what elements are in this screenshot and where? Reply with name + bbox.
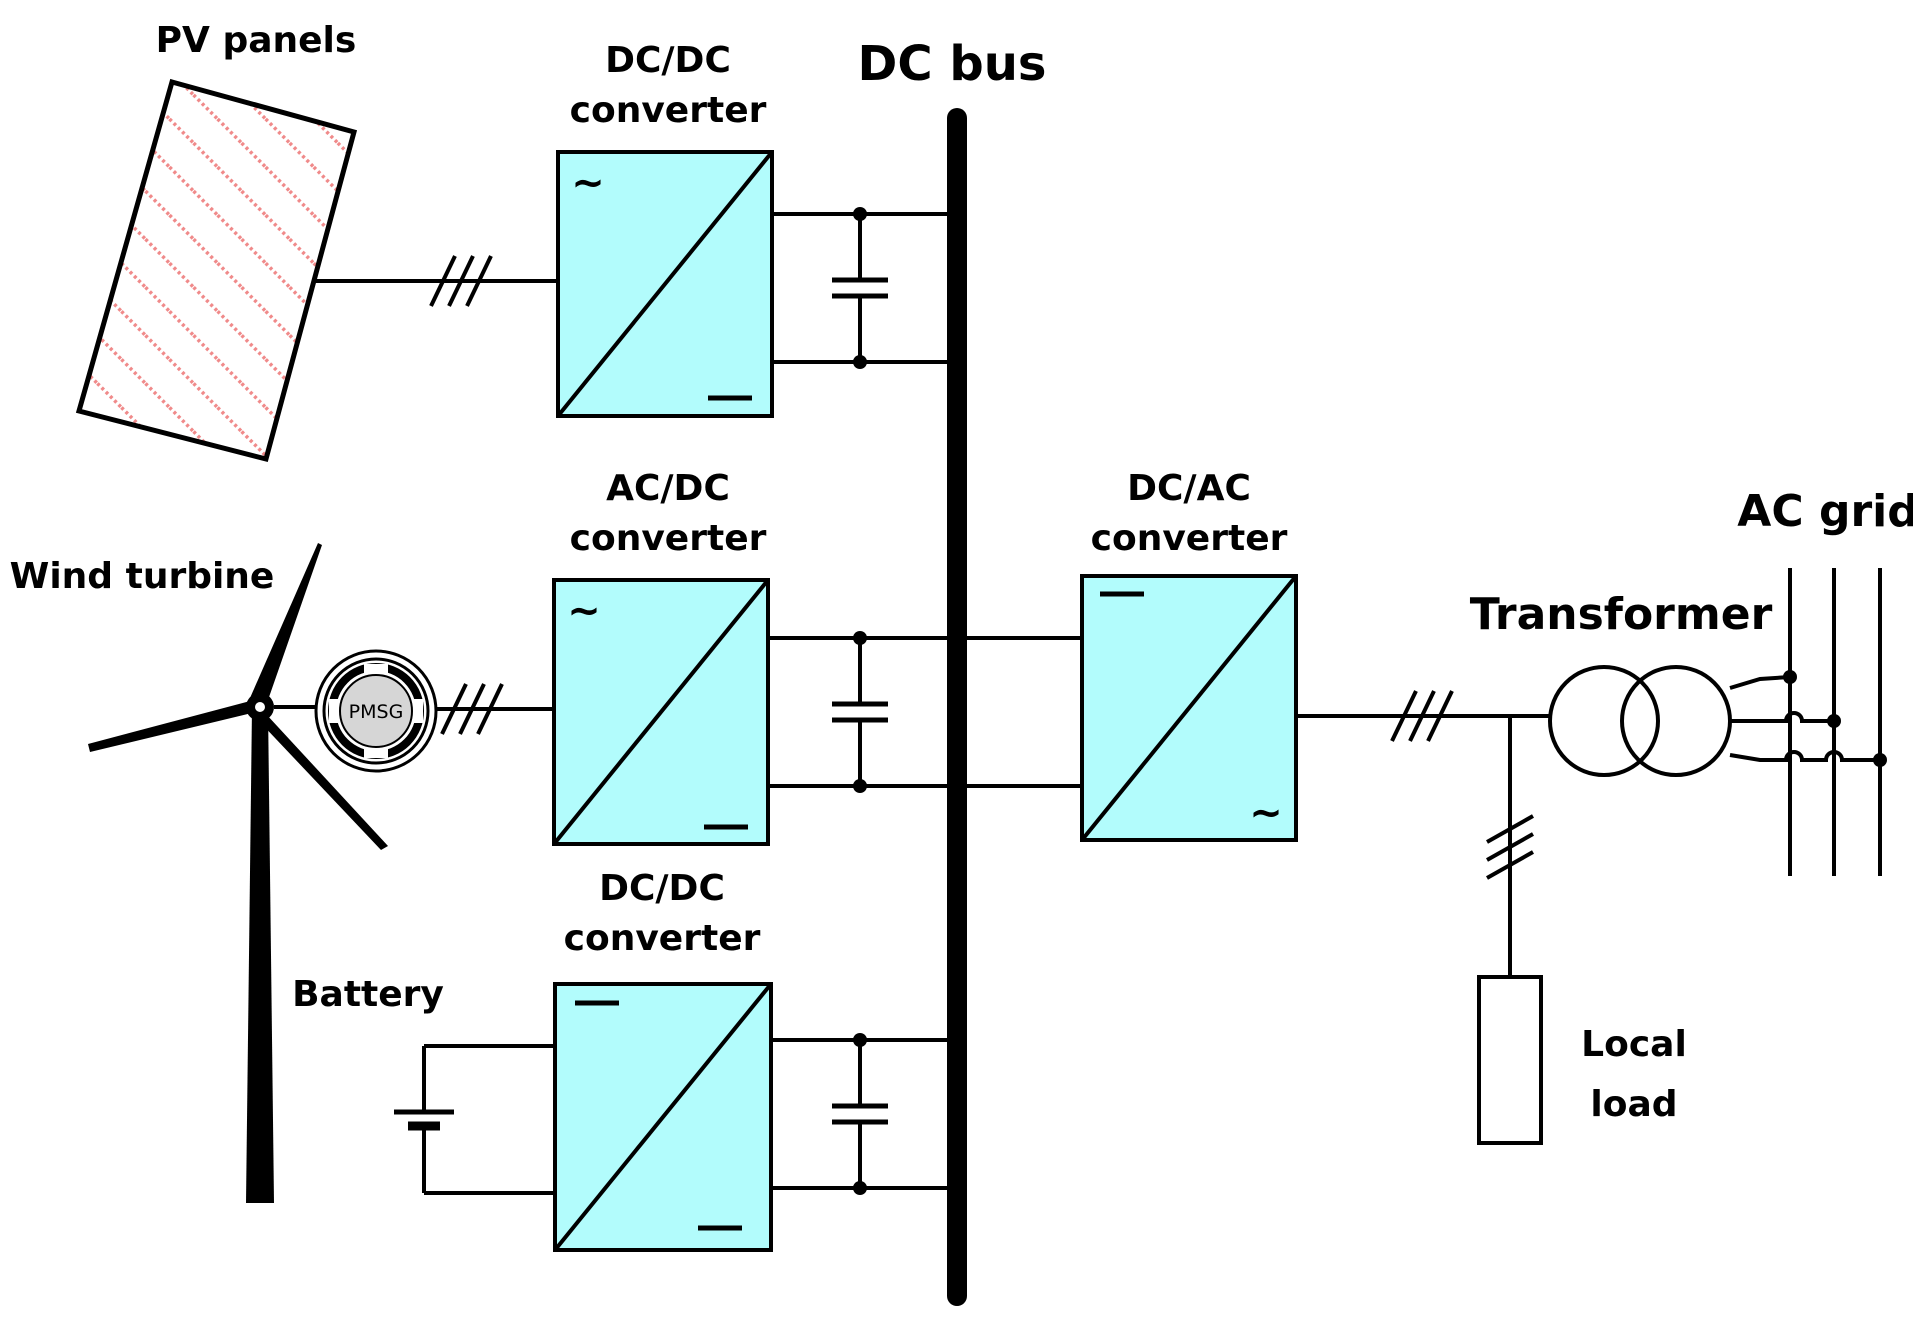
pv-dc-link-capacitor: [772, 207, 948, 369]
inverter-label-line1: DC/AC: [1127, 468, 1251, 509]
three-phase-marker: [429, 255, 493, 307]
wind-converter-label-line1: AC/DC: [606, 468, 730, 509]
three-phase-marker: [440, 683, 504, 735]
ac-grid-lines: [1788, 568, 1882, 876]
pv-converter-label-line2: converter: [570, 90, 767, 131]
pmsg-generator: PMSG: [314, 649, 438, 773]
local-load-label-line1: Local: [1581, 1024, 1687, 1065]
wind-acdc-converter: ~: [552, 578, 770, 846]
transformer-icon: [1548, 665, 1732, 777]
ac-grid-label: AC grid: [1737, 486, 1913, 537]
battery-dc-link-capacitor: [771, 1033, 948, 1195]
inverter-bus-links: [966, 636, 1082, 788]
battery-converter-label-line1: DC/DC: [599, 868, 725, 909]
wind-converter-label-line2: converter: [570, 518, 767, 559]
battery-dcdc-converter: [553, 982, 773, 1252]
grid-connection-wires: [1729, 670, 1887, 767]
wind-dc-link-capacitor: [768, 631, 948, 793]
local-load-label-line2: load: [1590, 1084, 1677, 1125]
wind-turbine-icon: [88, 543, 388, 1203]
wind-turbine-label: Wind turbine: [10, 556, 275, 597]
battery-label: Battery: [292, 974, 444, 1015]
three-phase-marker: [1486, 814, 1534, 880]
pmsg-label: PMSG: [349, 701, 404, 723]
inverter-label-line2: converter: [1091, 518, 1288, 559]
local-load-icon: [1477, 975, 1543, 1145]
battery-icon: [394, 1044, 558, 1195]
pv-converter-label-line1: DC/DC: [605, 40, 731, 81]
three-phase-marker: [1390, 690, 1454, 742]
battery-converter-label-line2: converter: [564, 918, 761, 959]
pv-panel-icon: [75, 78, 358, 463]
dc-bus-label: DC bus: [858, 36, 1047, 92]
pv-dcdc-converter: ~: [556, 150, 774, 418]
pv-panels-label: PV panels: [156, 20, 357, 61]
ac-symbol-icon: ~: [1249, 790, 1283, 836]
transformer-label: Transformer: [1470, 589, 1773, 640]
ac-symbol-icon: ~: [567, 588, 601, 634]
dcac-inverter: ~: [1080, 574, 1298, 842]
ac-symbol-icon: ~: [571, 160, 605, 206]
